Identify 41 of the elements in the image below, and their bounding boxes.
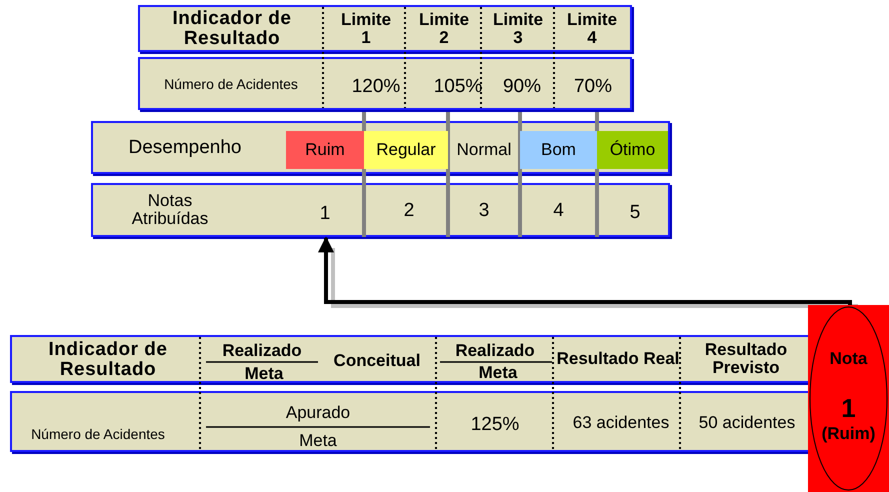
arrow <box>318 236 860 308</box>
grade-text: 1 <box>841 393 856 424</box>
table-text: Indicador de Resultado <box>172 8 292 50</box>
table-text: Resultado Previsto <box>704 339 788 379</box>
table-text: Realizado <box>221 340 303 362</box>
rating-band: Ruim <box>286 131 364 169</box>
grade-number: 2 <box>402 199 416 224</box>
table-text: Número de Acidentes <box>30 424 166 444</box>
table-text: Limite 3 <box>492 9 544 49</box>
grade-number: 5 <box>628 201 642 226</box>
grade-text: Nota <box>830 349 868 369</box>
table-text: Realizado <box>454 340 536 362</box>
table-text: 50 acidentes <box>698 412 796 434</box>
table-text: Número de Acidentes <box>163 74 299 94</box>
table-text: Resultado Real <box>556 348 680 370</box>
table-text: Limite 2 <box>418 9 470 49</box>
table-text: 120% <box>350 75 402 100</box>
grade-text: (Ruim) <box>822 424 876 444</box>
table-text: Limite 1 <box>340 9 392 49</box>
rating-band: Regular <box>364 131 448 169</box>
table-text: 70% <box>572 75 614 100</box>
table-text: 125% <box>470 413 520 438</box>
table-text: Meta <box>298 430 338 452</box>
table-text: 63 acidentes <box>572 412 670 434</box>
table-text: Meta <box>478 362 518 384</box>
table-text: Indicador de Resultado <box>48 338 168 382</box>
grade-ellipse <box>808 305 889 492</box>
table-text: Desempenho <box>127 136 243 160</box>
grade-number: 3 <box>478 199 490 224</box>
table-text: Conceitual <box>332 350 422 372</box>
rating-band: Bom <box>520 131 597 169</box>
table-text: Notas Atribuídas <box>130 190 210 230</box>
grade-text: 1 <box>320 203 330 225</box>
table-text: Limite 4 <box>566 9 618 49</box>
table-text: Meta <box>244 364 284 384</box>
table-text: 105% <box>432 75 484 100</box>
rating-band: Ótimo <box>597 131 668 169</box>
grade-number: 4 <box>552 199 565 224</box>
table-text: Apurado <box>284 402 352 424</box>
table-text: Normal <box>456 139 512 162</box>
table-text: 90% <box>502 75 542 100</box>
